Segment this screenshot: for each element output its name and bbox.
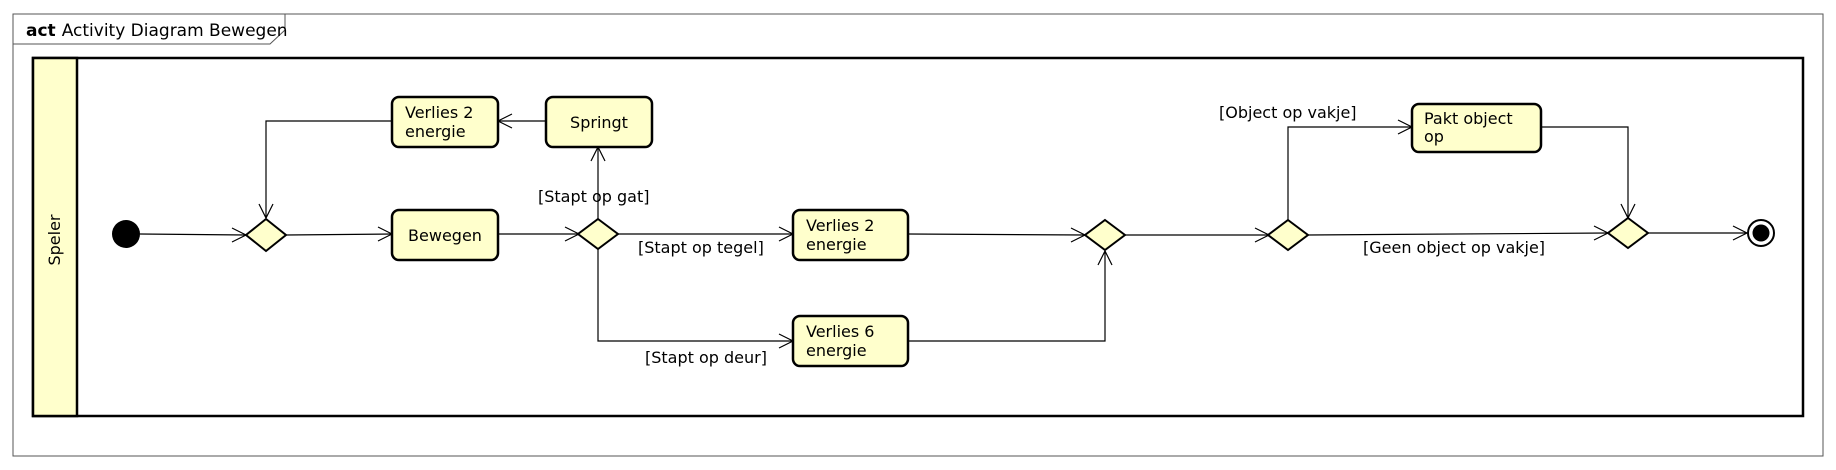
action-label-line1: Verlies 2 bbox=[405, 103, 473, 122]
action-verlies-6-energie: Verlies 6 energie bbox=[791, 314, 910, 368]
action-springt: Springt bbox=[544, 95, 654, 149]
decision-node-2 bbox=[1266, 218, 1310, 252]
action-verlies-2-energie-mid: Verlies 2 energie bbox=[791, 208, 910, 262]
frame-name: Activity Diagram Bewegen bbox=[62, 21, 288, 41]
guard-object-op-vakje: [Object op vakje] bbox=[1219, 103, 1357, 122]
swimlane-label: Speler bbox=[45, 214, 64, 265]
decision-node-1 bbox=[576, 217, 620, 251]
action-verlies-2-energie-top: Verlies 2 energie bbox=[390, 95, 500, 149]
control-flows bbox=[139, 113, 1749, 349]
frame-title-tab bbox=[13, 14, 286, 45]
guard-stapt-op-deur: [Stapt op deur] bbox=[645, 348, 767, 367]
merge-node-1 bbox=[244, 217, 288, 253]
action-label-line2: op bbox=[1424, 127, 1444, 146]
flow-verlies2-to-merge2 bbox=[907, 233, 1086, 236]
flow-decision2-to-pakt bbox=[1287, 126, 1412, 220]
flow-verlies2-to-merge bbox=[265, 120, 392, 218]
action-label-line1: Pakt object bbox=[1424, 109, 1513, 128]
action-pakt-object-op: Pakt object op bbox=[1410, 102, 1543, 154]
guard-stapt-op-tegel: [Stapt op tegel] bbox=[638, 238, 764, 257]
merge-node-3 bbox=[1606, 216, 1650, 250]
frame-title: act Activity Diagram Bewegen bbox=[26, 21, 288, 41]
flow-decision2-to-merge3 bbox=[1307, 232, 1609, 236]
final-node bbox=[1747, 219, 1775, 247]
swimlane-header bbox=[31, 56, 79, 418]
flow-merge-to-bewegen bbox=[285, 233, 393, 236]
initial-node bbox=[112, 220, 140, 248]
action-label-line1: Verlies 2 bbox=[806, 216, 874, 235]
flow-decision-to-verlies6 bbox=[597, 249, 793, 342]
action-label-line2: energie bbox=[405, 122, 466, 141]
action-label-line2: energie bbox=[806, 341, 867, 360]
flow-pakt-to-merge3 bbox=[1541, 126, 1629, 218]
guard-geen-object-op-vakje: [Geen object op vakje] bbox=[1363, 238, 1545, 257]
action-bewegen: Bewegen bbox=[390, 208, 500, 262]
action-label-line1: Verlies 6 bbox=[806, 322, 874, 341]
merge-node-2 bbox=[1083, 218, 1127, 252]
action-label: Bewegen bbox=[408, 226, 482, 245]
guard-stapt-op-gat: [Stapt op gat] bbox=[538, 187, 650, 206]
action-label: Springt bbox=[570, 113, 628, 132]
action-label-line2: energie bbox=[806, 235, 867, 254]
flow-verlies6-to-merge2 bbox=[908, 251, 1106, 342]
flow-initial-to-merge bbox=[139, 233, 247, 236]
frame-keyword: act bbox=[26, 21, 56, 41]
